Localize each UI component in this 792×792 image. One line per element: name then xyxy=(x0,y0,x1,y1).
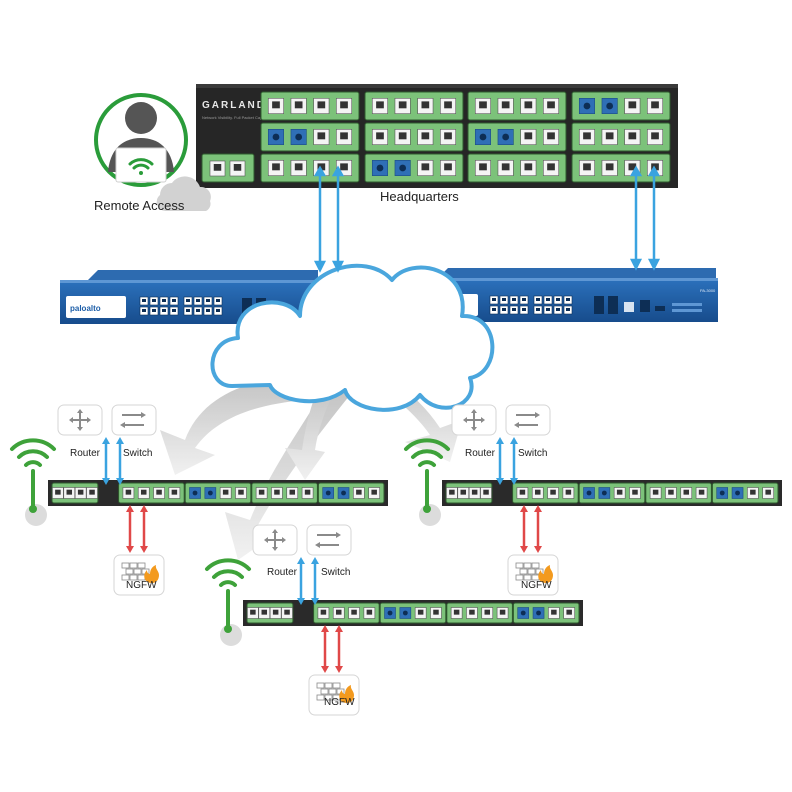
tap-module xyxy=(578,482,646,504)
wifi-icon xyxy=(10,438,56,526)
tap-module xyxy=(51,482,99,504)
tap-module xyxy=(645,482,712,504)
hq-uplinks xyxy=(313,165,661,273)
firewall-icon xyxy=(507,554,559,596)
tap-module xyxy=(184,482,252,504)
firewall-icon xyxy=(113,554,165,596)
firewall-icon xyxy=(308,674,360,716)
tap-module xyxy=(711,482,779,504)
tap-module xyxy=(364,122,464,152)
garland-tagline: Network Visibility. Full Packet Capture xyxy=(202,115,270,120)
wifi-icon xyxy=(404,438,450,526)
switch-icon xyxy=(111,404,157,436)
tap-module xyxy=(467,91,567,121)
remote-access-node: Remote Access xyxy=(94,93,211,213)
tap-module xyxy=(260,122,360,152)
ngfw-label: NGFW xyxy=(324,697,355,708)
switch-icon xyxy=(505,404,551,436)
tap-module xyxy=(446,602,513,624)
tap-module xyxy=(364,91,464,121)
paloalto-logo: paloalto xyxy=(70,304,101,313)
router-icon xyxy=(252,524,298,556)
router-label: Router xyxy=(70,448,101,459)
ngfw-label: NGFW xyxy=(126,580,157,591)
tap-module xyxy=(364,153,464,183)
branch-site xyxy=(404,404,782,596)
branch-site xyxy=(205,524,583,716)
router-label: Router xyxy=(465,448,496,459)
remote-access-label: Remote Access xyxy=(94,198,185,213)
cloud-icon xyxy=(210,263,495,412)
firewall-model-label: PA-3000 xyxy=(700,288,716,293)
switch-icon xyxy=(306,524,352,556)
tap-module xyxy=(246,602,294,624)
tap-module xyxy=(201,153,255,183)
headquarters-chassis: GARLAND Network Visibility. Full Packet … xyxy=(196,84,678,188)
wifi-icon xyxy=(205,558,251,646)
tap-module xyxy=(512,602,580,624)
switch-label: Switch xyxy=(123,448,153,459)
tap-module xyxy=(467,153,567,183)
tap-module xyxy=(260,153,360,183)
tap-module xyxy=(571,91,671,121)
tap-module xyxy=(313,602,380,624)
router-icon xyxy=(57,404,103,436)
garland-logo: GARLAND xyxy=(202,100,266,111)
tap-module xyxy=(379,602,447,624)
tap-module xyxy=(571,122,671,152)
tap-module xyxy=(317,482,385,504)
tap-module xyxy=(467,122,567,152)
tap-module xyxy=(118,482,185,504)
wifi-icon xyxy=(128,158,154,175)
tap-module xyxy=(512,482,579,504)
router-icon xyxy=(451,404,497,436)
branch-site xyxy=(10,404,388,596)
ngfw-label: NGFW xyxy=(521,580,552,591)
switch-label: Switch xyxy=(518,448,548,459)
router-label: Router xyxy=(267,567,298,578)
headquarters-label: Headquarters xyxy=(380,189,459,204)
tap-module xyxy=(260,91,360,121)
tap-module xyxy=(445,482,493,504)
tap-module xyxy=(251,482,318,504)
switch-label: Switch xyxy=(321,567,351,578)
